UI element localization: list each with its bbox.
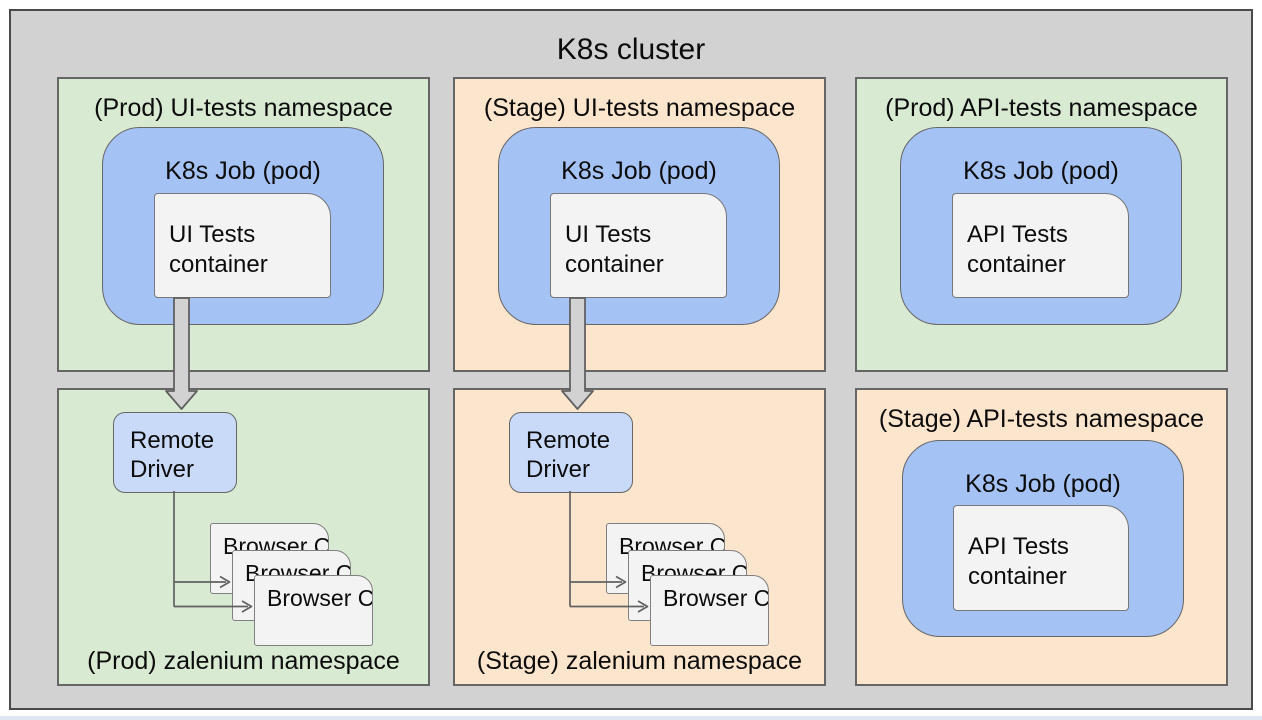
browser-container-label: Browser Container <box>267 585 373 611</box>
page-bottom-strip <box>0 716 1262 720</box>
container-label: API Tests container <box>968 533 1069 590</box>
k8s-job-pod-box: K8s Job (pod) UI Tests container <box>498 127 780 325</box>
api-tests-container-box: API Tests container <box>953 505 1129 611</box>
namespace-title: (Stage) UI-tests namespace <box>483 94 796 122</box>
k8s-job-pod-box: K8s Job (pod) API Tests container <box>902 440 1184 637</box>
ui-tests-container-box: UI Tests container <box>154 193 331 298</box>
job-title: K8s Job (pod) <box>963 157 1119 185</box>
namespace-title: (Prod) UI-tests namespace <box>94 94 393 122</box>
namespace-stage-ui-tests: (Stage) UI-tests namespace K8s Job (pod)… <box>453 77 826 372</box>
container-label: UI Tests container <box>565 221 664 278</box>
job-title: K8s Job (pod) <box>561 157 717 185</box>
remote-driver-box: Remote Driver <box>509 412 633 493</box>
namespace-title: (Prod) API-tests namespace <box>885 94 1198 122</box>
cluster-title: K8s cluster <box>556 33 706 66</box>
remote-driver-box: Remote Driver <box>113 412 237 493</box>
namespace-title: (Stage) zalenium namespace <box>476 647 803 675</box>
namespace-prod-zalenium: Remote Driver Browser Container Browser … <box>57 388 430 686</box>
namespace-title: (Prod) zalenium namespace <box>87 647 400 675</box>
namespace-stage-zalenium: Remote Driver Browser Container Browser … <box>453 388 826 686</box>
k8s-job-pod-box: K8s Job (pod) UI Tests container <box>102 127 384 325</box>
job-title: K8s Job (pod) <box>165 157 321 185</box>
namespace-title: (Stage) API-tests namespace <box>878 405 1205 433</box>
ui-tests-container-box: UI Tests container <box>550 193 727 298</box>
namespace-prod-api-tests: (Prod) API-tests namespace K8s Job (pod)… <box>855 77 1228 372</box>
remote-driver-label: Remote Driver <box>526 427 611 483</box>
browser-container-box-front: Browser Container <box>254 575 373 646</box>
browser-container-label: Browser Container <box>663 585 769 611</box>
namespace-prod-ui-tests: (Prod) UI-tests namespace K8s Job (pod) … <box>57 77 430 372</box>
job-title: K8s Job (pod) <box>965 470 1121 498</box>
browser-container-box-front: Browser Container <box>650 575 769 646</box>
remote-driver-label: Remote Driver <box>130 427 215 483</box>
api-tests-container-box: API Tests container <box>952 193 1129 298</box>
container-label: API Tests container <box>967 221 1068 278</box>
k8s-job-pod-box: K8s Job (pod) API Tests container <box>900 127 1182 325</box>
container-label: UI Tests container <box>169 221 268 278</box>
namespace-stage-api-tests: (Stage) API-tests namespace K8s Job (pod… <box>855 388 1228 686</box>
